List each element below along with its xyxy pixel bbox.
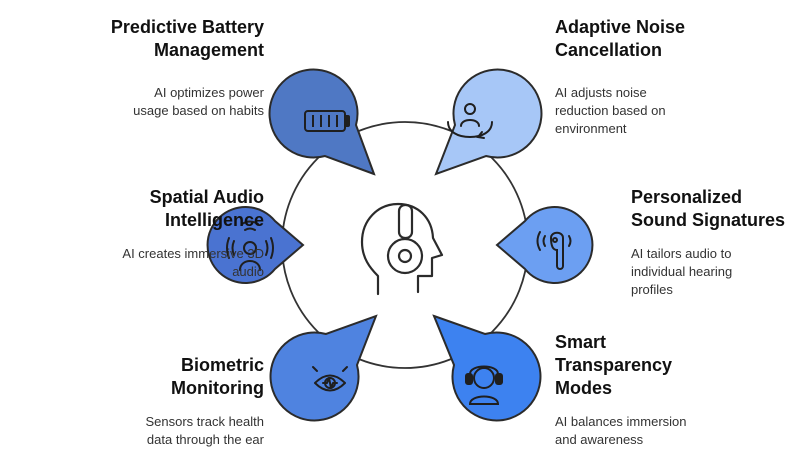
feature-description: AI optimizes power usage based on habits [133,85,264,118]
feature-title: Predictive Battery Management [110,17,264,60]
feature-transparency: Smart Transparency Modes AI balances imm… [555,331,805,449]
battery-icon [304,110,350,132]
rotate-person-icon [447,103,493,139]
feature-title: Personalized Sound Signatures [631,187,786,230]
headphones-head-icon [360,202,444,296]
surround-sound-person-icon [226,220,274,271]
feature-title: Biometric Monitoring [171,355,264,398]
center-ring [281,121,529,369]
feature-noise-cancellation: Adaptive Noise Cancellation AI adjusts n… [555,16,805,138]
biometric-petal [269,314,378,422]
noise-petal [434,68,543,176]
feature-biometric: Biometric Monitoring Sensors track healt… [14,354,264,449]
feature-description: AI balances immersion and awareness [555,414,687,447]
feature-description: AI adjusts noise reduction based on envi… [555,85,666,136]
feature-description: AI creates immersive 3D audio [122,246,264,279]
feature-description: AI tailors audio to individual hearing p… [631,246,733,297]
feature-title: Smart Transparency Modes [555,332,673,398]
eye-pulse-icon [312,366,348,392]
feature-title: Spatial Audio Intelligence [149,187,264,230]
headset-person-icon [465,365,503,405]
feature-personalized-sound: Personalized Sound Signatures AI tailors… [631,186,806,299]
feature-spatial-audio: Spatial Audio Intelligence AI creates im… [14,186,264,281]
feature-title: Adaptive Noise Cancellation [555,17,686,60]
feature-description: Sensors track health data through the ea… [145,414,264,447]
earbud-icon [536,231,572,270]
feature-battery: Predictive Battery Management AI optimiz… [14,16,264,120]
